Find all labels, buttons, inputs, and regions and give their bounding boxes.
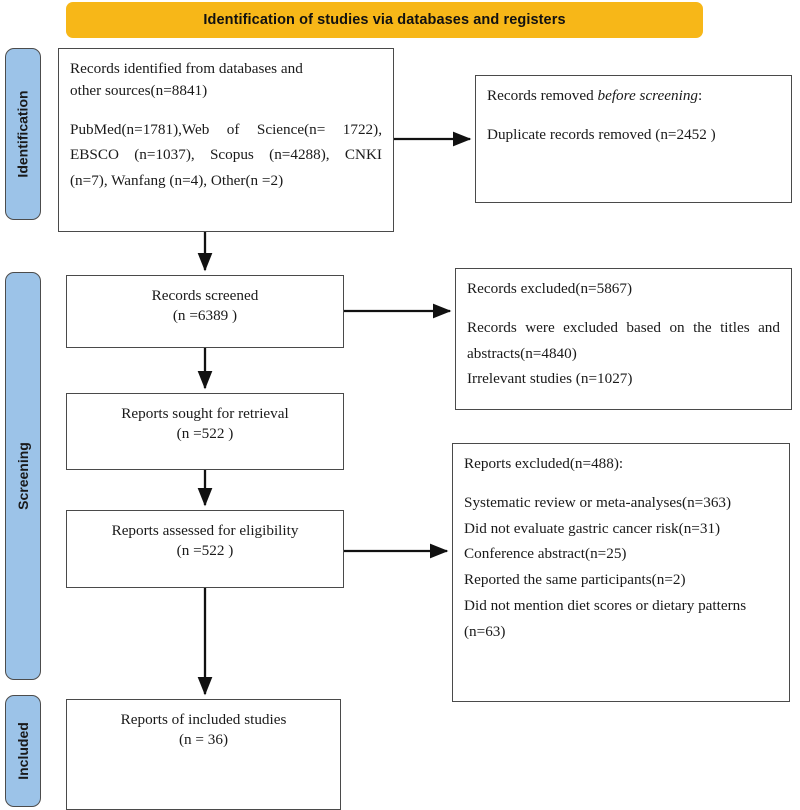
phase-label-screening-text: Screening <box>15 442 32 510</box>
records-identified-line2: other sources(n=8841) <box>70 81 208 99</box>
reports-assessed-label: Reports assessed for eligibility <box>111 522 299 539</box>
reports-sought-count: (n =522 ) <box>176 424 234 442</box>
box-records-removed: Records removed before screening: Duplic… <box>475 75 792 203</box>
records-identified-sources-line3: (n=7), Wanfang (n=4), Other(n =2) <box>70 172 284 189</box>
box-reports-assessed: Reports assessed for eligibility (n =522… <box>66 510 344 588</box>
reports-excluded-reason-5-cont: (n=63) <box>464 622 506 640</box>
records-identified-line1: Records identified from databases and <box>70 60 303 77</box>
reports-included-label: Reports of included studies <box>120 711 287 728</box>
records-excluded-title: Records excluded(n=5867) <box>467 280 633 297</box>
box-reports-sought: Reports sought for retrieval (n =522 ) <box>66 393 344 470</box>
phase-label-screening: Screening <box>5 272 41 680</box>
reports-assessed-count: (n =522 ) <box>176 541 234 559</box>
records-removed-title-c: : <box>698 87 703 104</box>
records-identified-sources-line2: EBSCO (n=1037), Scopus (n=4288), CNKI <box>70 146 382 164</box>
reports-included-count: (n = 36) <box>178 730 229 748</box>
box-reports-included: Reports of included studies (n = 36) <box>66 699 341 810</box>
records-removed-title: Records removed before screening: <box>487 86 780 106</box>
phase-label-included: Included <box>5 695 41 807</box>
reports-excluded-reason-3: Conference abstract(n=25) <box>464 545 627 563</box>
reports-excluded-reason-1: Systematic review or meta-analyses(n=363… <box>464 493 732 511</box>
records-excluded-reason2: Irrelevant studies (n=1027) <box>467 370 633 388</box>
reports-excluded-reason-2: Did not evaluate gastric cancer risk(n=3… <box>464 519 721 537</box>
records-screened-label: Records screened <box>151 287 259 304</box>
box-records-excluded-screening: Records excluded(n=5867) Records were ex… <box>455 268 792 410</box>
box-reports-excluded-eligibility: Reports excluded(n=488): Systematic revi… <box>452 443 790 702</box>
phase-label-identification: Identification <box>5 48 41 220</box>
reports-sought-label: Reports sought for retrieval <box>121 405 289 422</box>
box-records-identified: Records identified from databases and ot… <box>58 48 394 232</box>
diagram-title-text: Identification of studies via databases … <box>203 12 566 28</box>
records-excluded-reason1-cont: abstracts(n=4840) <box>467 344 577 362</box>
records-excluded-reason1: Records were excluded based on the title… <box>467 318 780 336</box>
diagram-title-banner: Identification of studies via databases … <box>66 2 703 38</box>
records-removed-title-emphasis: before screening <box>597 87 699 104</box>
reports-excluded-title: Reports excluded(n=488): <box>464 455 624 472</box>
reports-excluded-reason-5: Did not mention diet scores or dietary p… <box>464 596 747 614</box>
box-records-screened: Records screened (n =6389 ) <box>66 275 344 348</box>
phase-label-identification-text: Identification <box>15 90 31 178</box>
records-removed-duplicates: Duplicate records removed (n=2452 ) <box>487 125 716 143</box>
records-screened-count: (n =6389 ) <box>172 306 238 324</box>
records-identified-sources-line1: PubMed(n=1781),Web of Science(n= 1722), <box>70 120 382 138</box>
reports-excluded-reason-4: Reported the same participants(n=2) <box>464 571 686 588</box>
phase-label-included-text: Included <box>15 722 31 780</box>
records-removed-title-a: Records removed <box>487 87 598 104</box>
